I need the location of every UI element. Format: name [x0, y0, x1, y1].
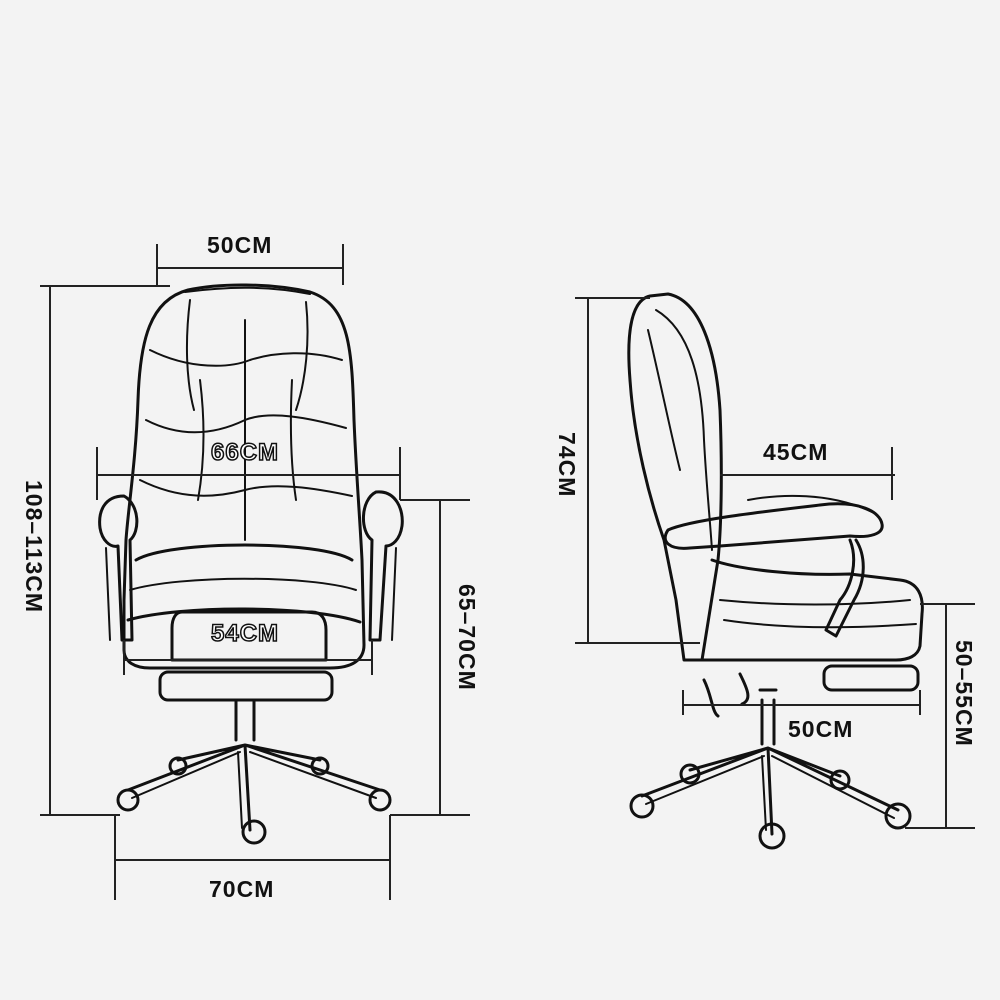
footrest-height-label: 50–55CM: [951, 640, 977, 747]
side-dimension-lines: [575, 297, 975, 829]
seat-width-label: 54CM: [210, 620, 280, 647]
base-width-label: 70CM: [209, 876, 275, 902]
front-dimension-lines: [40, 244, 470, 900]
seat-height-label: 65–70CM: [454, 584, 480, 691]
front-chair: [98, 283, 404, 845]
backrest-height-label: 74CM: [554, 432, 580, 498]
overall-height-label: 108–113CM: [21, 480, 47, 614]
armrest-width-label: 66CM: [210, 439, 280, 466]
side-chair: [627, 292, 924, 850]
armrest-depth-label: 45CM: [763, 439, 829, 465]
seat-depth-label: 50CM: [788, 716, 854, 742]
front-backrest: [122, 283, 366, 670]
top-width-label: 50CM: [207, 232, 273, 258]
